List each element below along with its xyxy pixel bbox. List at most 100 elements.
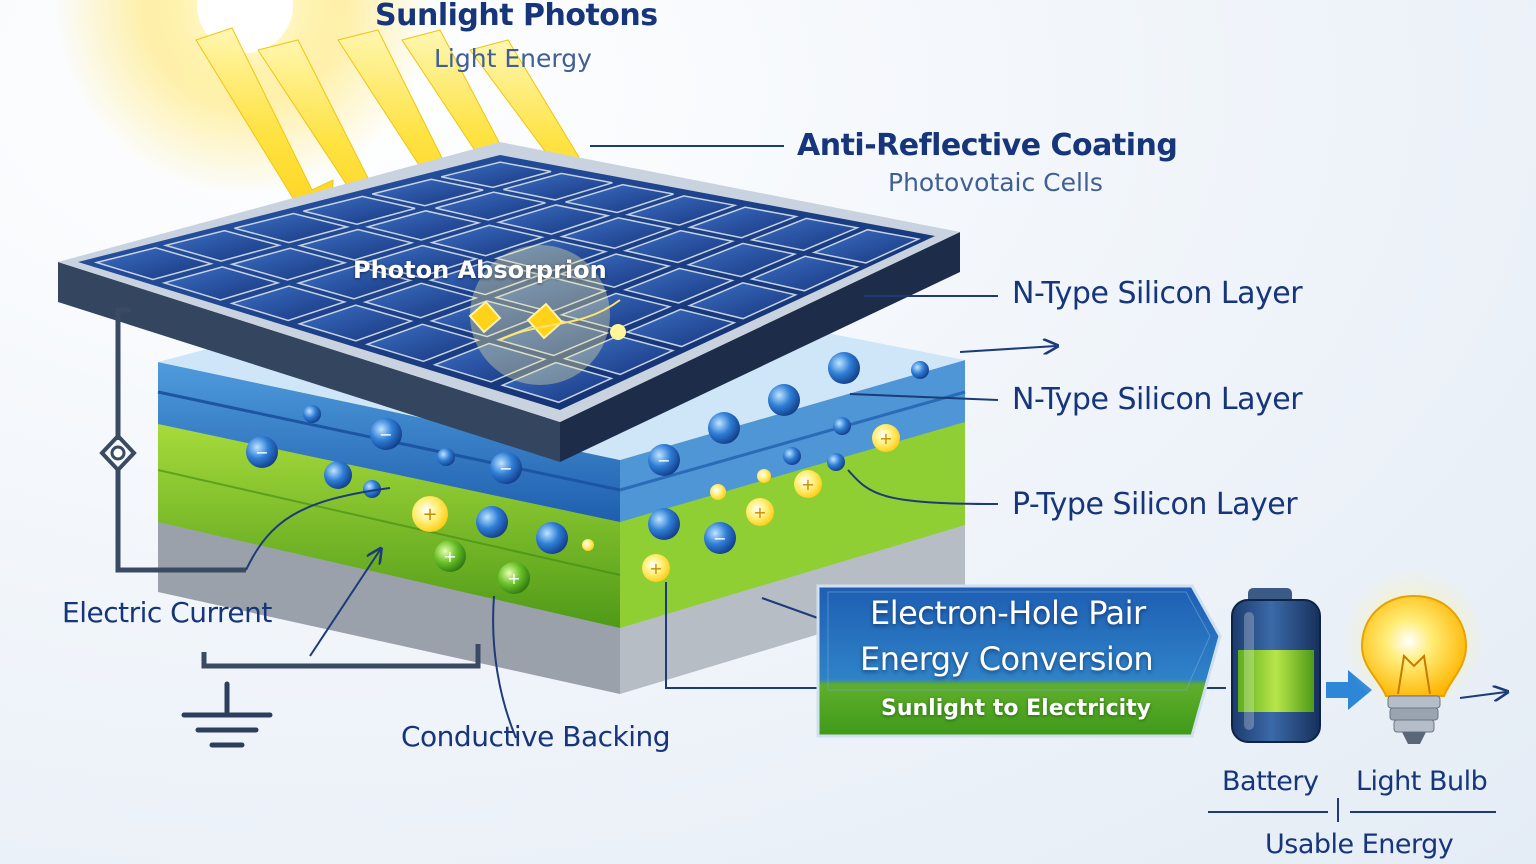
switch-icon xyxy=(99,433,137,473)
electron-icon xyxy=(783,447,801,465)
solar-cell xyxy=(234,212,351,244)
electron-icon: − xyxy=(648,444,680,476)
solar-cell xyxy=(749,217,860,252)
svg-text:−: − xyxy=(499,459,512,478)
electron-icon xyxy=(324,461,352,489)
ground-icon xyxy=(181,681,273,748)
solar-cell xyxy=(161,266,281,301)
hole-icon: + xyxy=(434,540,466,572)
solar-cell xyxy=(493,238,609,273)
solar-cell xyxy=(435,191,546,221)
n-type-layer-label-1: N-Type Silicon Layer xyxy=(1012,276,1303,311)
solar-cell xyxy=(749,255,860,292)
light-bulb-label: Light Bulb xyxy=(1356,766,1488,797)
solar-cell xyxy=(495,204,611,235)
hole-icon: + xyxy=(872,424,900,452)
solar-cell xyxy=(229,285,348,322)
hole-icon: + xyxy=(746,498,774,526)
hole-icon: + xyxy=(794,470,822,498)
electron-icon xyxy=(768,384,800,416)
solar-cell xyxy=(429,224,545,257)
leader-lines xyxy=(245,145,1506,822)
svg-text:−: − xyxy=(657,451,670,470)
solar-cell xyxy=(622,229,736,264)
electron-icon xyxy=(303,405,321,423)
sunlight-photons-title: Sunlight Photons xyxy=(375,0,658,33)
solar-cell xyxy=(687,282,798,320)
svg-text:+: + xyxy=(422,504,437,525)
light-bulb-icon xyxy=(1342,568,1486,744)
solar-cell xyxy=(500,361,614,404)
conductive-backing-label: Conductive Backing xyxy=(401,720,671,753)
svg-text:−: − xyxy=(255,443,268,462)
photon-absorption-glow xyxy=(468,245,626,385)
solar-cell xyxy=(624,195,738,226)
photon-absorption-label: Photon Absorprion xyxy=(353,256,607,284)
solar-cell xyxy=(624,308,737,348)
svg-text:+: + xyxy=(879,429,892,448)
electron-icon xyxy=(363,480,381,498)
electron-icon: − xyxy=(704,522,736,554)
solar-cell xyxy=(303,195,416,225)
solar-cell xyxy=(229,247,348,281)
svg-text:−: − xyxy=(713,529,726,548)
arrow-right-icon xyxy=(1326,670,1372,710)
solar-cell xyxy=(428,260,544,296)
hole-icon: + xyxy=(642,554,670,582)
solar-cell xyxy=(297,228,415,261)
electric-current-label: Electric Current xyxy=(62,596,272,629)
solar-cell xyxy=(364,323,481,363)
electron-icon xyxy=(833,417,851,435)
solar-cell xyxy=(686,242,798,278)
solar-cell xyxy=(503,172,613,201)
svg-text:+: + xyxy=(649,559,662,578)
solar-cell xyxy=(811,228,921,264)
electron-hole-pair-label: Electron-Hole Pair xyxy=(870,594,1146,632)
svg-text:+: + xyxy=(801,475,814,494)
svg-text:+: + xyxy=(443,547,456,566)
electron-icon xyxy=(828,352,860,384)
svg-text:+: + xyxy=(753,503,766,522)
solar-cell xyxy=(562,335,675,376)
solar-cell xyxy=(687,206,799,239)
electron-icon xyxy=(476,506,508,538)
solar-cell xyxy=(559,217,673,250)
electron-icon xyxy=(708,412,740,444)
battery-label: Battery xyxy=(1222,766,1319,797)
solar-cell xyxy=(93,247,214,281)
n-type-layer-label-2: N-Type Silicon Layer xyxy=(1012,382,1303,417)
electron-icon xyxy=(536,522,568,554)
electron-icon xyxy=(827,453,845,471)
light-energy-subtitle: Light Energy xyxy=(434,44,592,73)
sunlight-to-electricity-label: Sunlight to Electricity xyxy=(881,696,1152,721)
electron-icon: − xyxy=(246,436,278,468)
p-type-layer-label: P-Type Silicon Layer xyxy=(1012,487,1298,522)
energy-conversion-box xyxy=(816,584,1222,738)
usable-energy-label: Usable Energy xyxy=(1265,829,1454,860)
electron-icon xyxy=(437,448,455,466)
solar-cell xyxy=(493,276,608,313)
svg-text:−: − xyxy=(379,425,392,444)
current-wire xyxy=(115,307,481,669)
solar-cell xyxy=(559,292,673,331)
solar-cell xyxy=(297,304,414,342)
solar-cell xyxy=(372,178,484,207)
svg-text:+: + xyxy=(507,569,520,588)
solar-cell xyxy=(441,161,552,189)
solar-cell xyxy=(362,282,479,319)
solar-cell xyxy=(364,210,482,241)
battery-icon xyxy=(1231,588,1321,743)
solar-cell xyxy=(432,342,547,383)
solar-cell xyxy=(565,183,674,214)
solar-cell xyxy=(362,244,479,279)
solar-cell xyxy=(295,265,413,300)
photovoltaic-cells-label: Photovotaic Cells xyxy=(888,168,1103,197)
energy-conversion-label: Energy Conversion xyxy=(860,640,1154,678)
hole-icon: + xyxy=(412,496,448,532)
electron-icon: − xyxy=(490,452,522,484)
electron-icon xyxy=(648,508,680,540)
electron-icon xyxy=(911,361,929,379)
solar-cell xyxy=(558,253,672,288)
anti-reflective-coating-label: Anti-Reflective Coating xyxy=(797,128,1178,163)
